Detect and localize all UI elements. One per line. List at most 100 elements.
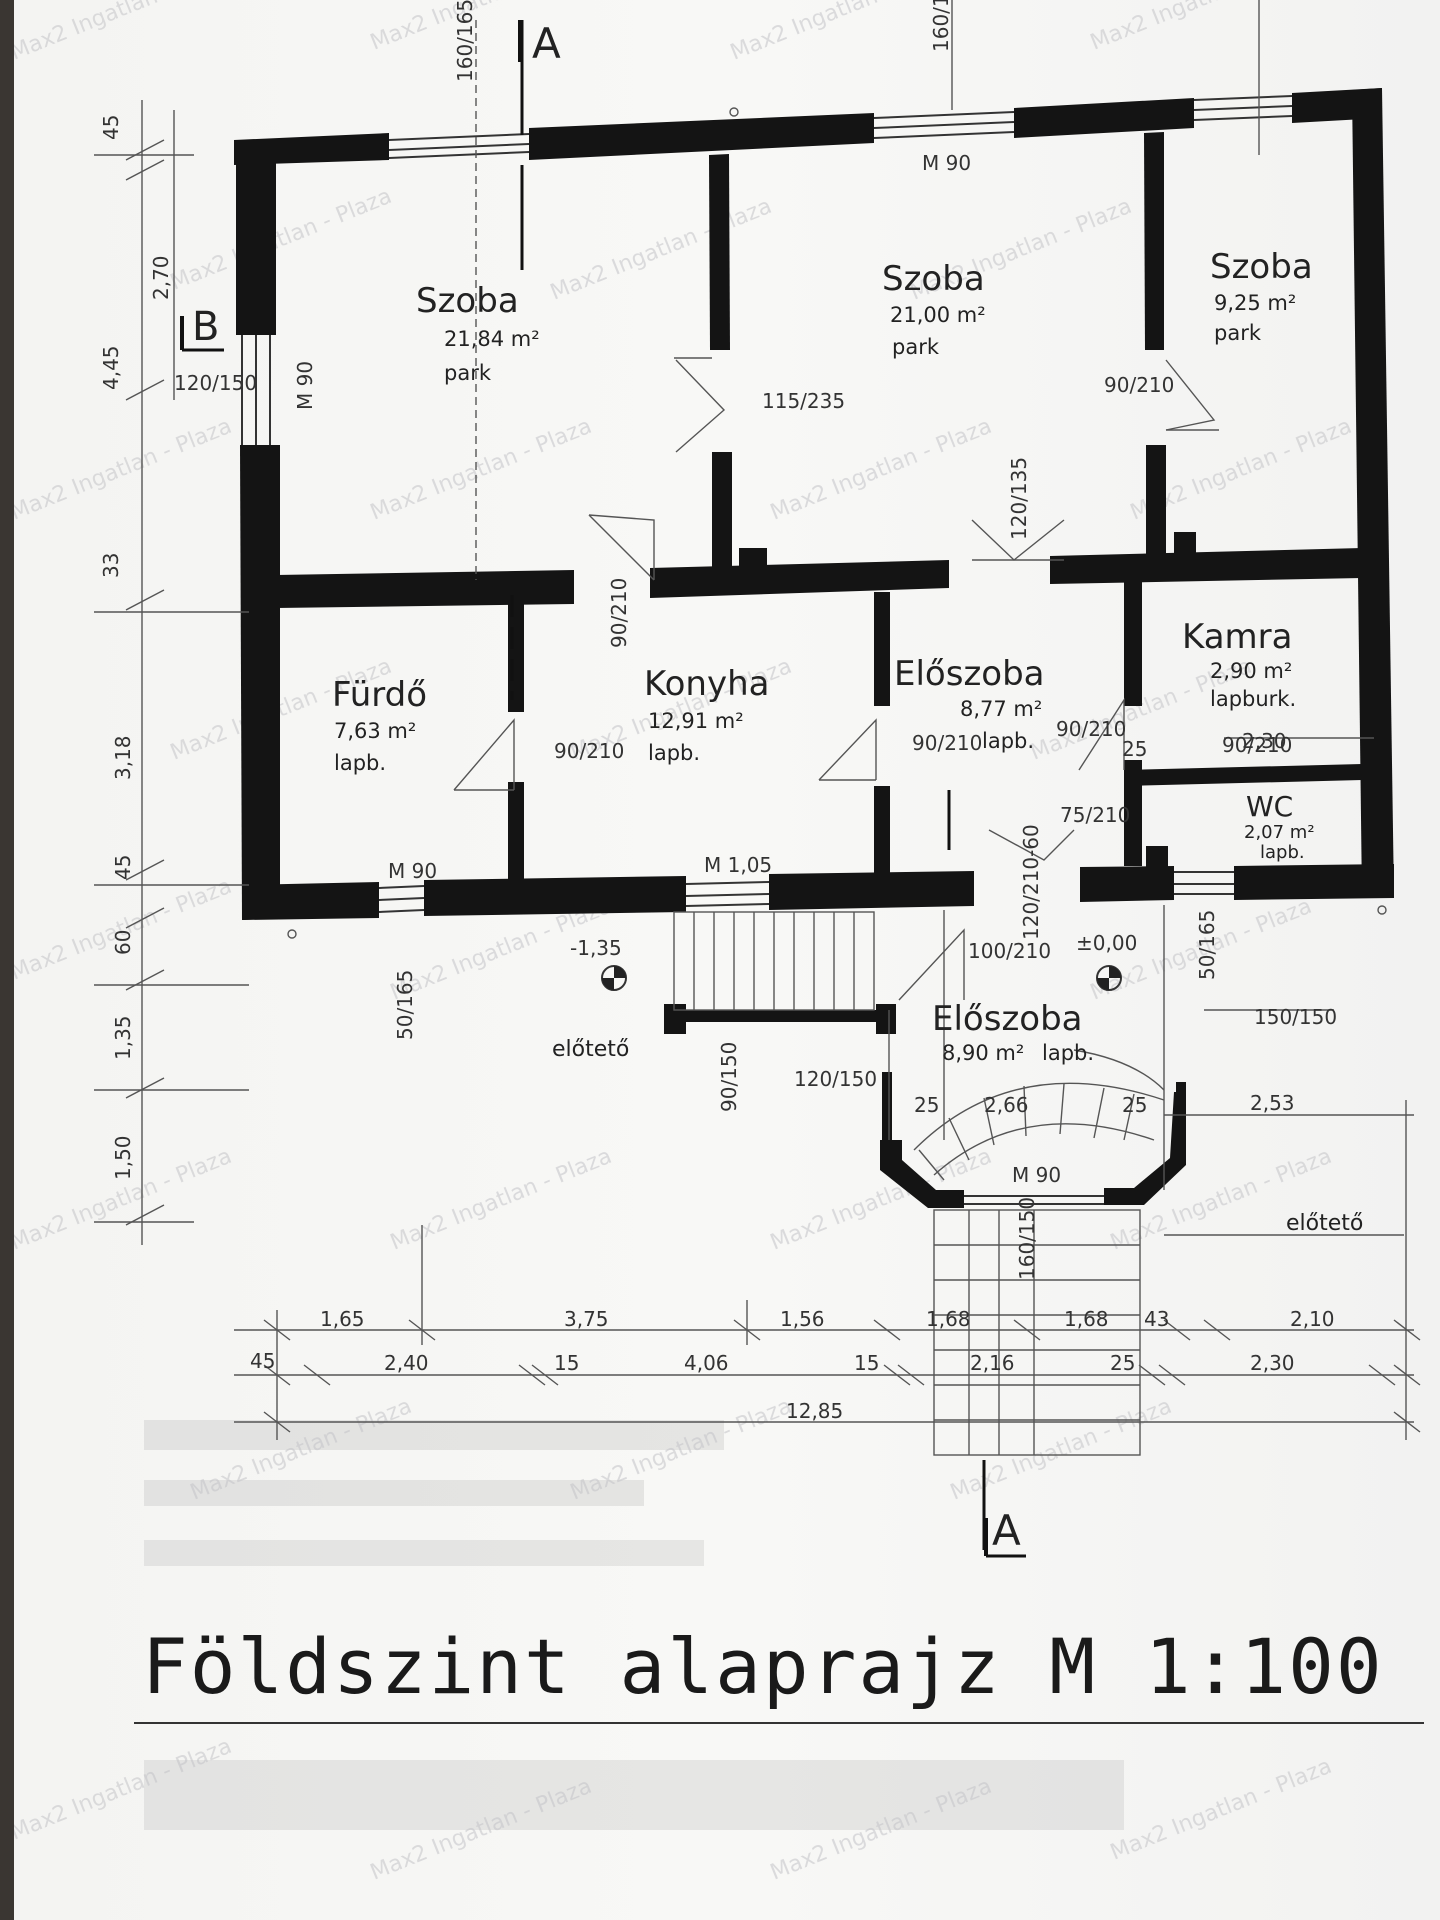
watermark: Max2 Ingatlan - Plaza <box>367 414 595 526</box>
opening-label: 90/210 <box>607 578 631 648</box>
room-name: Kamra <box>1182 617 1292 657</box>
dimension-label: 1,50 <box>111 1135 135 1180</box>
opening-label: M 1,05 <box>704 853 772 877</box>
dimension-label: 160/165 <box>929 0 953 52</box>
watermark: Max2 Ingatlan - Plaza <box>14 414 235 526</box>
opening-label: 90/210 <box>1104 373 1174 397</box>
dimension-label: 25 <box>1122 737 1147 761</box>
level-marker-ground <box>1096 965 1122 991</box>
opening-label: M 90 <box>922 151 971 175</box>
room-area: 12,91 m² <box>648 709 744 733</box>
stairs-inner <box>673 911 1165 1181</box>
opening-label: 50/165 <box>1195 910 1219 980</box>
dimension-label: 2,30 <box>1242 729 1287 753</box>
dimensions-misc: 25 2,66 25 2,53 2,30 25 <box>914 729 1295 1117</box>
dimension-label: 25 <box>1122 1093 1147 1117</box>
dimension-label: 4,45 <box>99 345 123 390</box>
room-floor: lapb. <box>648 741 700 765</box>
opening-label: 120/150 <box>174 371 257 395</box>
opening-label: 90/210 <box>554 739 624 763</box>
dimension-label: 15 <box>554 1351 579 1375</box>
level-label: ±0,00 <box>1076 931 1137 955</box>
dimension-label: 4,06 <box>684 1351 729 1375</box>
opening-label: 90/210 <box>912 731 982 755</box>
room-area: 21,84 m² <box>444 327 540 351</box>
dimension-label: 1,56 <box>780 1307 825 1331</box>
watermark: Max2 Ingatlan - Plaza <box>367 0 595 56</box>
dimension-label: 2,10 <box>1290 1307 1335 1331</box>
canopy-label: előtető <box>1286 1211 1363 1236</box>
opening-label: 90/150 <box>717 1042 741 1112</box>
room-floor: lapb. <box>334 751 386 775</box>
opening-label: 90/210 <box>1056 717 1126 741</box>
room-name: Szoba <box>1210 247 1313 287</box>
section-mark: B <box>192 304 219 350</box>
room-bedroom-2: Szoba 21,00 m² park <box>882 259 986 359</box>
dimension-label: 1,65 <box>320 1307 365 1331</box>
opening-label: M 90 <box>1012 1163 1061 1187</box>
walls <box>234 88 1394 1208</box>
opening-label: 120/135 <box>1007 457 1031 540</box>
opening-label: 90/210 <box>1222 733 1292 757</box>
level-label: -1,35 <box>570 936 622 960</box>
dimension-label: 1,68 <box>926 1307 971 1331</box>
opening-label: M 90 <box>388 859 437 883</box>
dimension-label: 25 <box>914 1093 939 1117</box>
title-underline <box>134 1722 1424 1724</box>
dimension-label: 60 <box>111 930 135 955</box>
room-area: 8,77 m² <box>960 697 1042 721</box>
opening-label: 120/150 <box>794 1067 877 1091</box>
room-area: 21,00 m² <box>890 303 986 327</box>
opening-label: 120/210-60 <box>1019 824 1043 940</box>
stairs-outer <box>933 1209 1141 1456</box>
room-name: Előszoba <box>932 999 1083 1039</box>
dimension-label: 33 <box>99 553 123 578</box>
level-marker-lower <box>601 965 627 991</box>
opening-labels: 90/210 115/235 90/210 120/135 90/210 90/… <box>174 151 1337 1280</box>
dimension-label: 3,75 <box>564 1307 609 1331</box>
dimension-label: 1,35 <box>111 1015 135 1060</box>
dimensions-left: 45 2,70 4,45 33 3,18 45 60 1,35 1,50 <box>99 115 173 1180</box>
watermark: Max2 Ingatlan - Plaza <box>387 1144 615 1256</box>
watermark: Max2 Ingatlan - Plaza <box>1107 1754 1335 1866</box>
room-pantry: Kamra 2,90 m² lapburk. <box>1182 617 1296 711</box>
dimension-label: 2,66 <box>984 1093 1029 1117</box>
floor-plan-drawing: Max2 Ingatlan - Plaza Max2 Ingatlan - Pl… <box>14 0 1421 1886</box>
room-area: 2,90 m² <box>1210 659 1292 683</box>
watermark: Max2 Ingatlan - Plaza <box>947 1394 1175 1506</box>
room-floor: park <box>1214 321 1262 345</box>
paper-sheet: Max2 Ingatlan - Plaza Max2 Ingatlan - Pl… <box>14 0 1440 1920</box>
room-area: 7,63 m² <box>334 719 416 743</box>
canopy-outlines <box>888 905 1404 1236</box>
canopy-label: előtető <box>552 1037 629 1062</box>
room-floor: park <box>892 335 940 359</box>
room-floor: park <box>444 361 492 385</box>
opening-label: 115/235 <box>762 389 845 413</box>
dimension-label: 15 <box>854 1351 879 1375</box>
room-kitchen: Konyha 12,91 m² lapb. <box>644 664 769 765</box>
room-name: Fürdő <box>332 675 427 715</box>
room-name: Előszoba <box>894 654 1045 694</box>
section-mark: A <box>992 1506 1021 1555</box>
dimensions-bottom: 1,65 3,75 1,56 1,68 1,68 43 2,10 45 2,40… <box>250 1307 1335 1423</box>
opening-label: 75/210 <box>1060 803 1130 827</box>
room-name: Szoba <box>416 281 519 321</box>
room-hallway: Előszoba 8,77 m² lapb. <box>894 654 1045 753</box>
watermark: Max2 Ingatlan - Plaza <box>547 194 775 306</box>
room-entrance-hall: Előszoba 8,90 m² lapb. <box>932 999 1094 1065</box>
section-line-b <box>180 316 224 352</box>
dimension-label: 2,16 <box>970 1351 1015 1375</box>
dimension-label: 25 <box>1110 1351 1135 1375</box>
watermark: Max2 Ingatlan - Plaza <box>14 0 235 66</box>
dimension-label: 2,30 <box>1250 1351 1295 1375</box>
door-swings <box>453 357 1219 1001</box>
room-floor: lapb. <box>1042 1041 1094 1065</box>
section-line-a <box>510 20 1026 1558</box>
room-name: Konyha <box>644 664 769 704</box>
dimension-label: 45 <box>250 1349 275 1373</box>
section-mark: A <box>532 19 561 68</box>
dimension-label: 3,18 <box>111 735 135 780</box>
room-bathroom: Fürdő 7,63 m² lapb. <box>332 675 427 775</box>
dimension-label: 43 <box>1144 1307 1169 1331</box>
opening-label: 150/150 <box>1254 1005 1337 1029</box>
